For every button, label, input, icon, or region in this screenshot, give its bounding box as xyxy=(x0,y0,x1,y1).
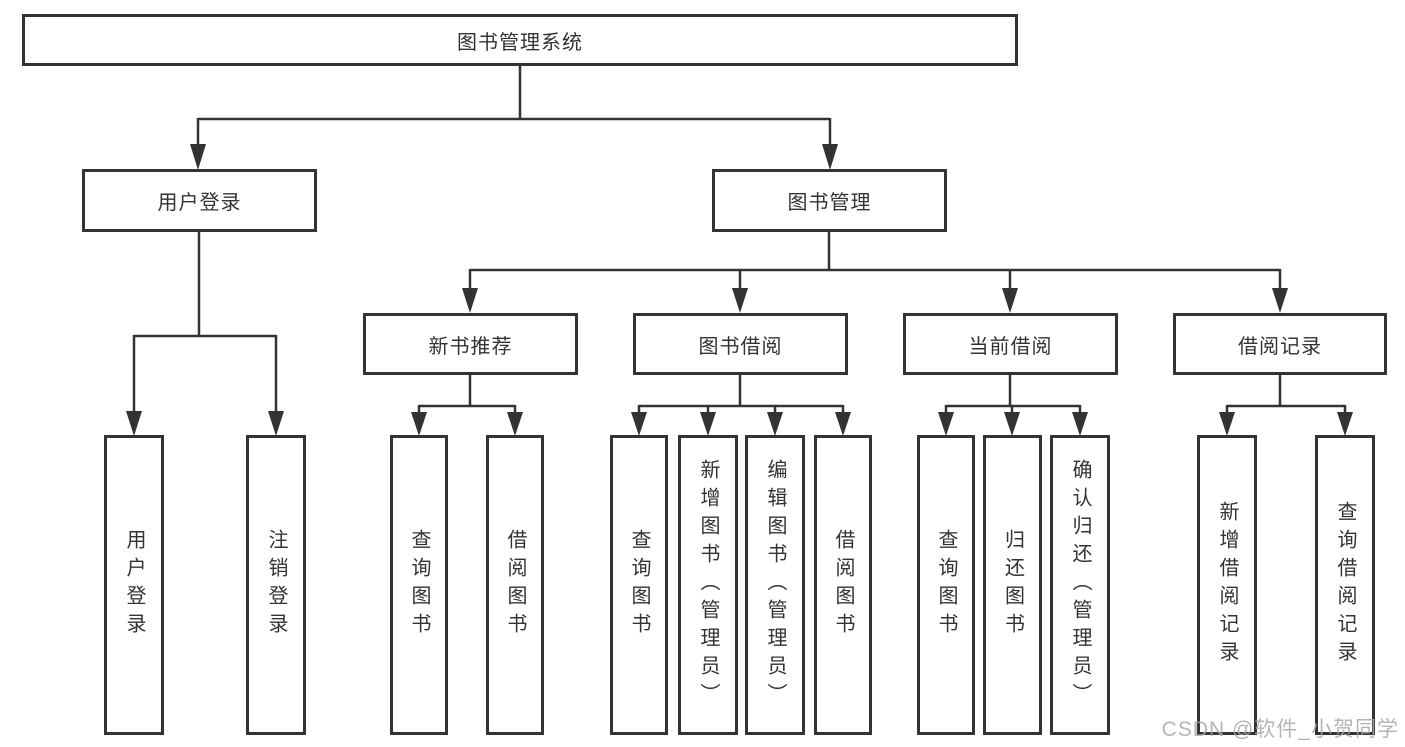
node-label: 确认归还（管理员） xyxy=(1069,459,1091,711)
leaf-return-book: 归还图书 xyxy=(983,435,1042,735)
leaf-query-books-borrow: 查询图书 xyxy=(610,435,668,735)
leaf-add-book-admin: 新增图书（管理员） xyxy=(678,435,738,735)
node-label: 图书借阅 xyxy=(698,335,783,358)
node-borrowing-records: 借阅记录 xyxy=(1173,313,1387,375)
leaf-query-books-recommend: 查询图书 xyxy=(390,435,448,735)
node-label: 用户登录 xyxy=(157,192,242,214)
leaf-user-login: 用户登录 xyxy=(104,435,164,735)
leaf-confirm-return-admin: 确认归还（管理员） xyxy=(1050,435,1110,735)
node-label: 借阅图书 xyxy=(504,529,526,641)
node-book-management: 图书管理 xyxy=(712,169,947,232)
node-label: 注销登录 xyxy=(265,529,287,641)
node-label: 查询图书 xyxy=(408,529,430,641)
node-user-login: 用户登录 xyxy=(82,169,317,232)
node-label: 查询借阅记录 xyxy=(1334,501,1356,669)
leaf-query-borrow-record: 查询借阅记录 xyxy=(1315,435,1375,735)
leaf-query-books-current: 查询图书 xyxy=(917,435,975,735)
node-label: 归还图书 xyxy=(1001,529,1024,641)
node-current-borrowing: 当前借阅 xyxy=(903,313,1118,375)
leaf-add-borrow-record: 新增借阅记录 xyxy=(1197,435,1257,735)
node-label: 借阅记录 xyxy=(1238,335,1322,358)
node-label: 新书推荐 xyxy=(428,335,513,358)
node-label: 当前借阅 xyxy=(968,335,1053,358)
node-label: 查询图书 xyxy=(935,529,957,641)
node-label: 用户登录 xyxy=(123,529,145,641)
node-root: 图书管理系统 xyxy=(22,14,1018,66)
leaf-borrow-books-recommend: 借阅图书 xyxy=(486,435,544,735)
node-label: 新增图书（管理员） xyxy=(697,459,719,711)
node-label: 编辑图书（管理员） xyxy=(764,459,786,711)
node-label: 借阅图书 xyxy=(832,529,854,641)
node-label: 图书管理系统 xyxy=(457,31,583,54)
csdn-watermark: CSDN @软件_小贺同学 xyxy=(1161,718,1399,741)
node-label: 图书管理 xyxy=(787,192,872,214)
node-label: 新增借阅记录 xyxy=(1216,501,1238,669)
leaf-logout: 注销登录 xyxy=(246,435,306,735)
node-new-book-recommend: 新书推荐 xyxy=(363,313,578,375)
leaf-edit-book-admin: 编辑图书（管理员） xyxy=(745,435,805,735)
node-book-borrowing: 图书借阅 xyxy=(633,313,848,375)
node-label: 查询图书 xyxy=(628,529,650,641)
leaf-borrow-books: 借阅图书 xyxy=(814,435,872,735)
